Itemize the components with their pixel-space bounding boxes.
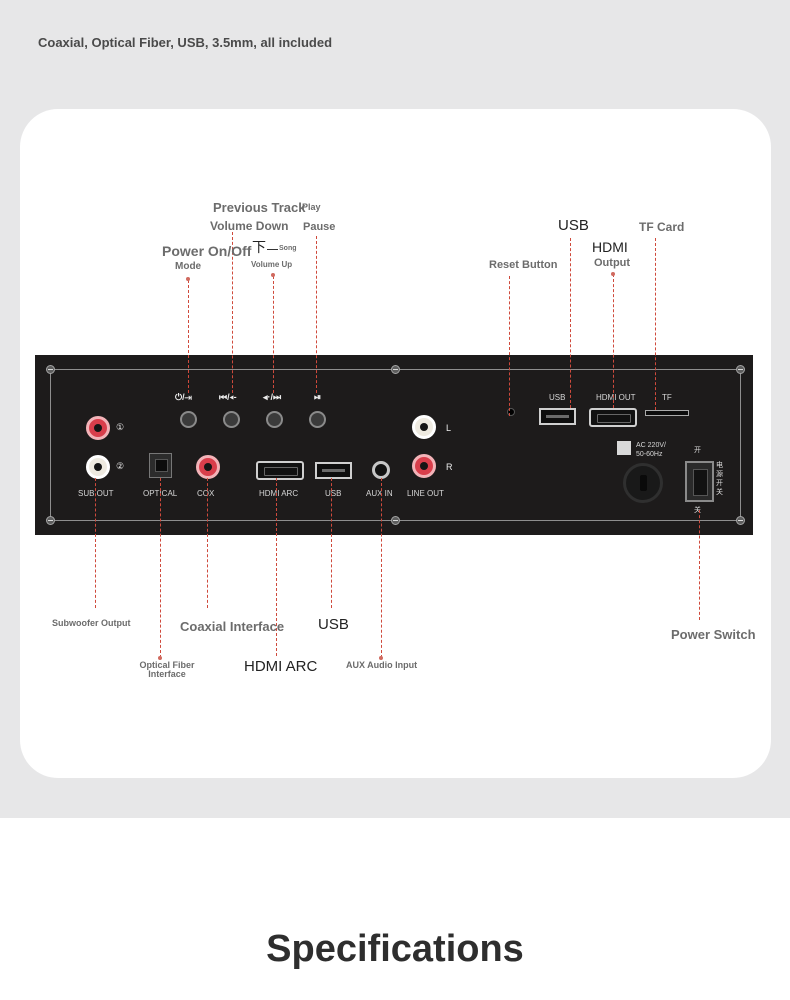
screw-icon [391,365,400,374]
annotation-tf-card: TF Card [639,220,685,234]
leader-line-reset [509,276,510,416]
annotation-mode: Mode [175,261,202,272]
leader-line-usb-top [570,238,571,408]
annotation-volume-up: Volume Up [251,260,293,269]
line-out-right-jack[interactable] [412,454,436,478]
leader-line-sub-out [95,478,96,608]
leader-line-coaxial [207,478,208,608]
hdmi-arc-port[interactable] [256,461,304,480]
switch-off-label: 关 [694,506,701,514]
next-track-symbol: ◂·/⏭ [263,392,282,402]
annotation-song: Song [279,245,297,252]
annotation-power-on-off: Power On/Off [162,243,252,259]
optical-port[interactable] [149,453,172,478]
reset-button[interactable] [507,408,515,416]
annotation-hdmi-arc: HDMI ARC [244,658,318,675]
annotation-coaxial-interface: Coaxial Interface [180,619,285,634]
frame-right [740,369,741,521]
prev-track-button[interactable] [223,411,240,428]
annotation-play: Play [302,202,321,212]
ac-voltage-label: AC 220V/ 50-60Hz [636,441,666,459]
frame-left [50,369,51,521]
ac-line-1: AC 220V/ [636,442,666,449]
leader-line-volume-up [273,276,274,393]
aux-in-label: AUX IN [366,489,393,498]
usb-port[interactable] [315,462,352,479]
screw-icon [46,365,55,374]
sub-out-jack-1[interactable] [86,416,110,440]
tf-label: TF [662,393,672,402]
power-switch[interactable] [685,461,714,502]
annotation-usb-bottom: USB [318,616,349,633]
screw-icon [46,516,55,525]
hdmi-out-port[interactable] [589,408,637,427]
leader-line-prev [232,232,233,393]
annotation-previous-track: Previous Track [213,200,306,215]
leader-line-hdmi-out [613,274,614,408]
line-out-left-jack[interactable] [412,415,436,439]
play-pause-button[interactable] [309,411,326,428]
aux-in-port[interactable] [372,461,390,479]
leader-dot [611,272,615,276]
specifications-title: Specifications [266,928,524,970]
switch-on-label: 开 [694,446,701,454]
power-inlet[interactable] [623,463,663,503]
leader-line-power-switch [699,510,700,620]
annotation-usb-top: USB [558,217,589,234]
annotation-next-char: 下 [252,240,266,256]
leader-dot [271,273,275,277]
annotation-pause: Pause [303,221,336,233]
leader-dot [379,656,383,660]
leader-dot [186,277,190,281]
next-track-button[interactable] [266,411,283,428]
play-pause-symbol: ⏯ [314,392,322,402]
sub-out-jack-2[interactable] [86,455,110,479]
screw-icon [736,365,745,374]
screw-icon [391,516,400,525]
usb-top-label: USB [549,393,566,402]
channel-r-label: R [446,462,453,472]
leader-line-tf [655,238,656,410]
leader-line-power [188,280,189,393]
coaxial-jack[interactable] [196,455,220,479]
annotation-power-switch: Power Switch [671,627,756,642]
cox-label: COX [197,489,215,498]
annotation-volume-down: Volume Down [210,219,289,233]
annotation-output: Output [594,257,631,269]
tf-card-slot[interactable] [645,410,689,416]
leader-line-play [316,236,317,393]
usb-top-port[interactable] [539,408,576,425]
back-panel: ① ② SUB OUT OPTICAL COX ⏻/⇥ ⏮/◂- ◂·/⏭ ⏯ … [35,355,753,535]
headline: Coaxial, Optical Fiber, USB, 3.5mm, all … [38,35,333,50]
annotation-aux-audio-input: AUX Audio Input [346,660,418,670]
leader-line-aux [381,478,382,658]
screw-icon [736,516,745,525]
leader-line-hdmi-arc [276,478,277,656]
line-out-label: LINE OUT [407,489,444,498]
channel-l-label: L [446,423,452,433]
power-mode-button[interactable] [180,411,197,428]
power-mode-symbol: ⏻/⇥ [175,392,192,402]
ac-line-2: 50-60Hz [636,451,663,458]
annotation-subwoofer-output: Subwoofer Output [52,618,131,628]
number-1-label: ① [116,422,125,432]
annotation-reset-button: Reset Button [489,259,558,271]
switch-label: 电源开关 [716,461,723,496]
leader-line-usb [331,478,332,608]
annotation-optical-fiber-interface: Optical Fiber Interface [139,660,195,680]
leader-line-optical [160,478,161,658]
prev-track-symbol: ⏮/◂- [219,392,237,402]
hdmi-out-label: HDMI OUT [596,393,636,402]
warning-icon [617,441,631,455]
annotation-hdmi: HDMI [592,239,628,255]
dash-separator [267,249,278,250]
leader-dot [158,656,162,660]
hdmi-arc-label: HDMI ARC [259,489,299,498]
usb-label: USB [325,489,342,498]
number-2-label: ② [116,461,125,471]
